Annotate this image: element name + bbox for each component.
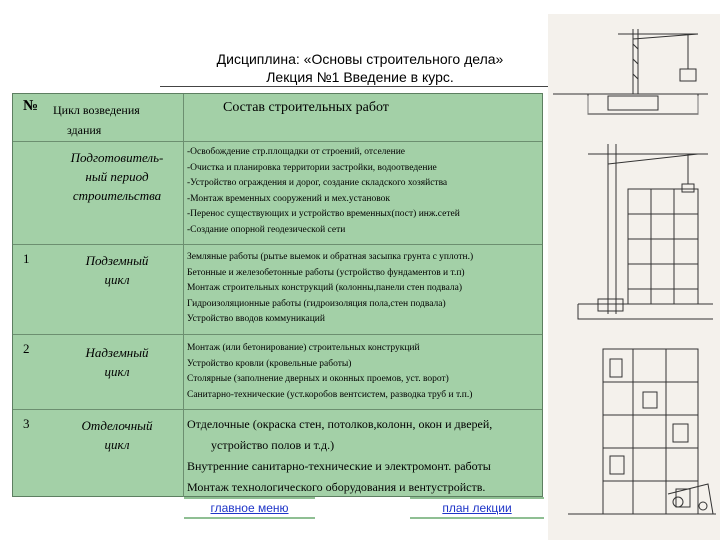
works-table: № Цикл возведения здания Состав строител…: [12, 93, 543, 497]
discipline-title: Дисциплина: «Основы строительного дела»: [216, 51, 504, 67]
lecture-plan-link[interactable]: план лекции: [410, 497, 544, 519]
column-divider: [183, 410, 184, 497]
table-row: 3 Отделочный цикл Отделочные (окраска ст…: [13, 409, 542, 497]
lecture-title: Лекция №1 Введение в курс.: [266, 69, 454, 85]
row-number: 2: [23, 341, 30, 356]
column-divider: [183, 142, 184, 244]
table-row: 2 Надземный цикл Монтаж (или бетонирован…: [13, 334, 542, 409]
column-divider: [183, 245, 184, 334]
row-number: 1: [23, 251, 30, 266]
header-cycle: Цикл возведения здания: [53, 103, 140, 137]
table-header: № Цикл возведения здания Состав строител…: [13, 94, 542, 141]
works-list: Земляные работы (рытье выемок и обратная…: [187, 252, 474, 324]
works-list: Отделочные (окраска стен, потолков,колон…: [187, 417, 493, 494]
title-block: Дисциплина: «Основы строительного дела» …: [170, 50, 550, 86]
works-list: -Освобождение стр.площадки от строений, …: [187, 147, 460, 235]
excavation-crane-drawing: [553, 29, 708, 115]
building-section-drawing: [568, 348, 716, 515]
title-divider: [160, 86, 550, 87]
column-divider: [183, 335, 184, 409]
stage-name: Отделочный цикл: [81, 418, 153, 452]
main-menu-link[interactable]: главное меню: [184, 497, 315, 519]
construction-stages-illustration: [548, 14, 720, 540]
row-number: 3: [23, 416, 30, 431]
stage-name: Подготовитель- ный период строительства: [70, 150, 164, 203]
column-divider: [183, 94, 184, 141]
works-list: Монтаж (или бетонирование) строительных …: [187, 343, 473, 400]
stage-name: Подземный цикл: [85, 253, 149, 287]
header-num: №: [23, 98, 39, 114]
header-works: Состав строительных работ: [223, 100, 389, 115]
table-row: 1 Подземный цикл Земляные работы (рытье …: [13, 244, 542, 334]
stage-name: Надземный цикл: [85, 345, 149, 379]
tower-crane-drawing: [577, 144, 713, 320]
table-row: Подготовитель- ный период строительства …: [13, 141, 542, 244]
